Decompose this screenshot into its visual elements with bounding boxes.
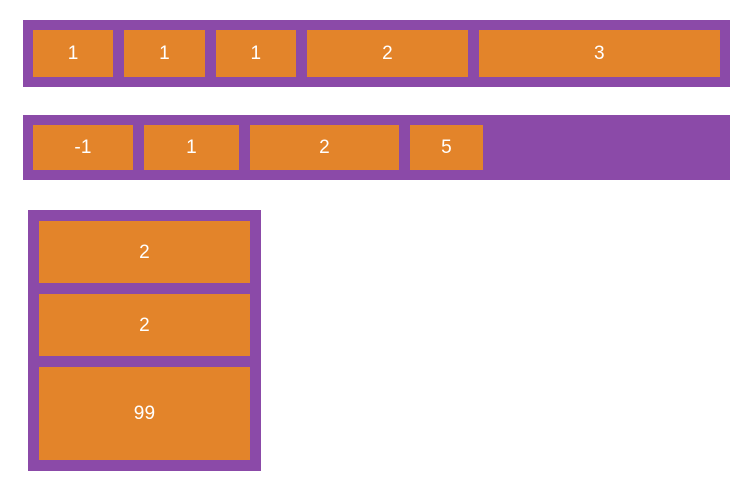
flex-item: 1 — [215, 30, 297, 77]
flex-item: 1 — [33, 30, 114, 77]
flex-item: 99 — [39, 367, 250, 460]
flex-item: 2 — [39, 221, 250, 283]
flex-item: 1 — [124, 30, 205, 77]
flex-item: 2 — [307, 30, 468, 77]
flex-item: 2 — [250, 125, 399, 170]
flex-item: 1 — [144, 125, 239, 170]
flex-container-row-grow: 1 1 1 2 3 — [23, 20, 730, 87]
flex-container-row-basis: -1 1 2 5 — [23, 115, 730, 180]
flex-container-column-grow: 2 2 99 — [28, 210, 261, 471]
flex-item: 2 — [39, 294, 250, 356]
flex-item: 3 — [478, 30, 720, 77]
flex-item: 5 — [410, 125, 483, 170]
flex-item: -1 — [33, 125, 133, 170]
